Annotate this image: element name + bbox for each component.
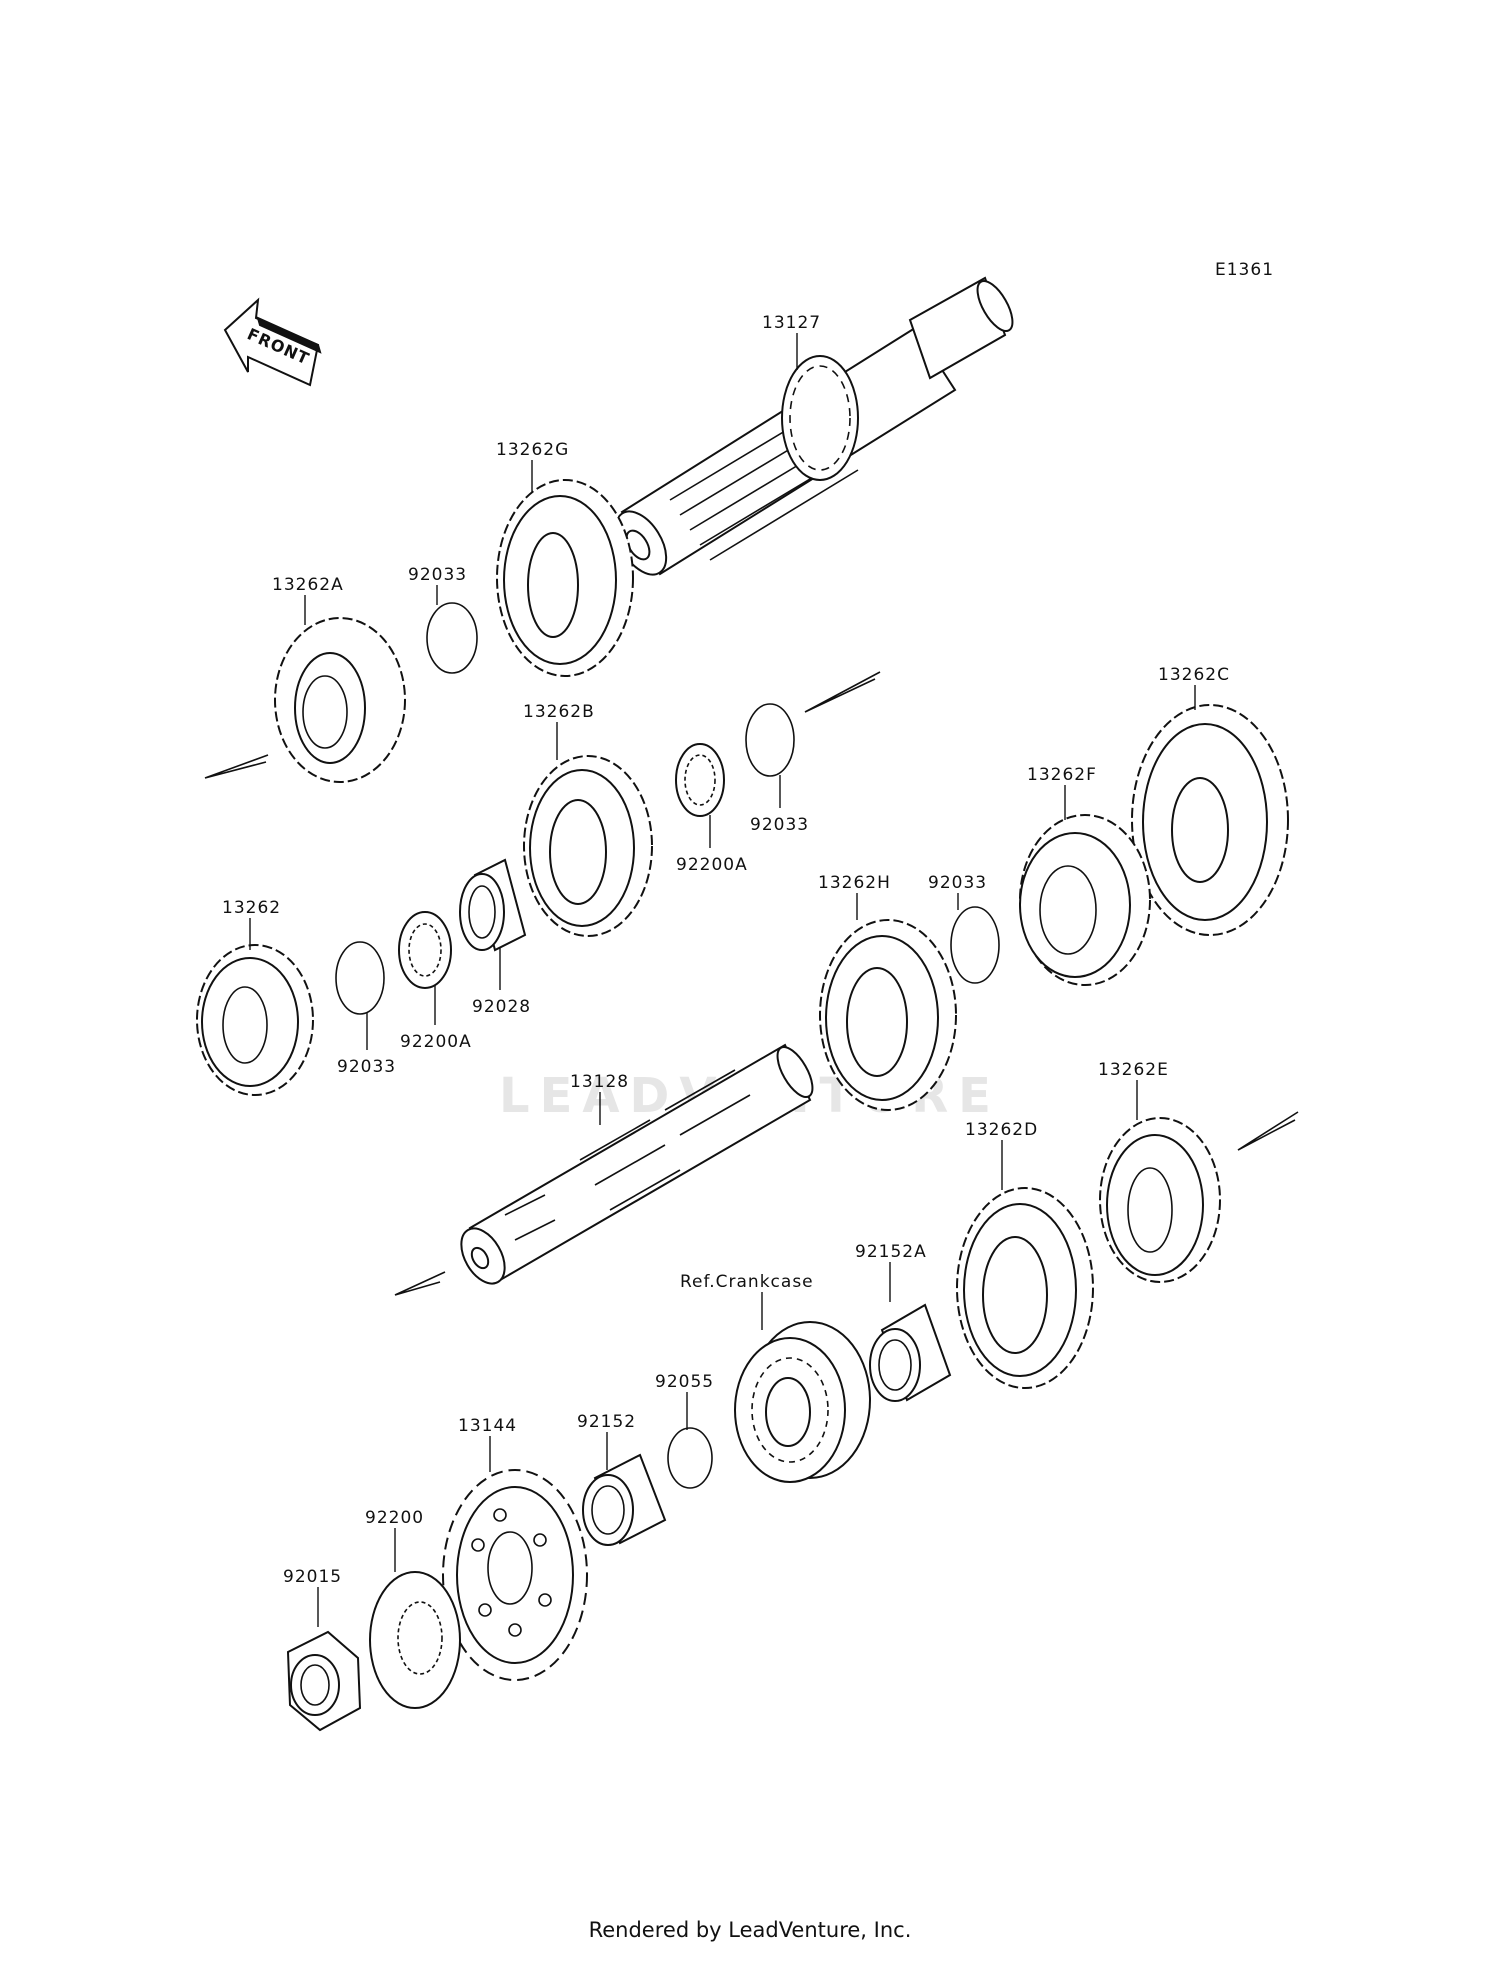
label-92200: 92200: [365, 1508, 424, 1528]
gear-13262B[interactable]: [523, 755, 653, 937]
label-92200A-lower: 92200A: [400, 1032, 472, 1052]
gear-13262E[interactable]: [1099, 1117, 1221, 1283]
circlip-92033-mid[interactable]: [950, 906, 1000, 984]
circlip-92033-right[interactable]: [745, 703, 795, 777]
gear-13262G[interactable]: [496, 479, 634, 677]
label-92033-top: 92033: [408, 565, 467, 585]
washer-92200A-lower[interactable]: [398, 911, 452, 989]
label-13262A: 13262A: [272, 575, 344, 595]
bearing-crankcase[interactable]: [734, 1321, 871, 1483]
gear-13262D[interactable]: [956, 1187, 1094, 1389]
washer-92200A-upper[interactable]: [675, 743, 725, 817]
label-92152: 92152: [577, 1412, 636, 1432]
label-92152A: 92152A: [855, 1242, 927, 1262]
collar-92152[interactable]: [582, 1453, 667, 1546]
label-ref-crankcase: Ref.Crankcase: [680, 1272, 814, 1292]
gear-13262F[interactable]: [1019, 814, 1151, 986]
label-13262F: 13262F: [1027, 765, 1097, 785]
label-92015: 92015: [283, 1567, 342, 1587]
diagram-code: E1361: [1215, 260, 1275, 280]
label-13262C: 13262C: [1158, 665, 1230, 685]
circlip-92033-top[interactable]: [426, 602, 478, 674]
label-92033-left: 92033: [337, 1057, 396, 1077]
circlip-92033-left[interactable]: [335, 941, 385, 1015]
label-13262B: 13262B: [523, 702, 595, 722]
gear-13262[interactable]: [196, 944, 314, 1096]
sprocket-13144[interactable]: [442, 1469, 588, 1681]
label-13144: 13144: [458, 1416, 517, 1436]
gear-13262C[interactable]: [1131, 704, 1289, 936]
nut-92015[interactable]: [286, 1630, 362, 1732]
gear-on-shaft-13127: [781, 355, 859, 481]
label-92200A-upper: 92200A: [676, 855, 748, 875]
label-13128: 13128: [570, 1072, 629, 1092]
label-13262H: 13262H: [818, 873, 891, 893]
label-13127: 13127: [762, 313, 821, 333]
axis-guides: [204, 671, 1299, 1296]
label-13262G: 13262G: [496, 440, 569, 460]
collar-92152A[interactable]: [869, 1303, 952, 1402]
gear-13262A[interactable]: [274, 617, 406, 783]
label-92033-right: 92033: [750, 815, 809, 835]
washer-92200[interactable]: [369, 1571, 461, 1709]
footer-credit: Rendered by LeadVenture, Inc.: [588, 1918, 912, 1942]
leader-lines: [249, 333, 1196, 1627]
front-arrow-icon: FRONT: [223, 297, 322, 387]
bearing-92028[interactable]: [459, 858, 527, 952]
label-92055: 92055: [655, 1372, 714, 1392]
label-92033-mid: 92033: [928, 873, 987, 893]
gear-13262H[interactable]: [819, 919, 957, 1111]
label-13262D: 13262D: [965, 1120, 1038, 1140]
oring-92055[interactable]: [667, 1427, 713, 1489]
label-92028: 92028: [472, 997, 531, 1017]
label-13262: 13262: [222, 898, 281, 918]
label-13262E: 13262E: [1098, 1060, 1169, 1080]
shaft-13128[interactable]: [452, 1042, 819, 1291]
